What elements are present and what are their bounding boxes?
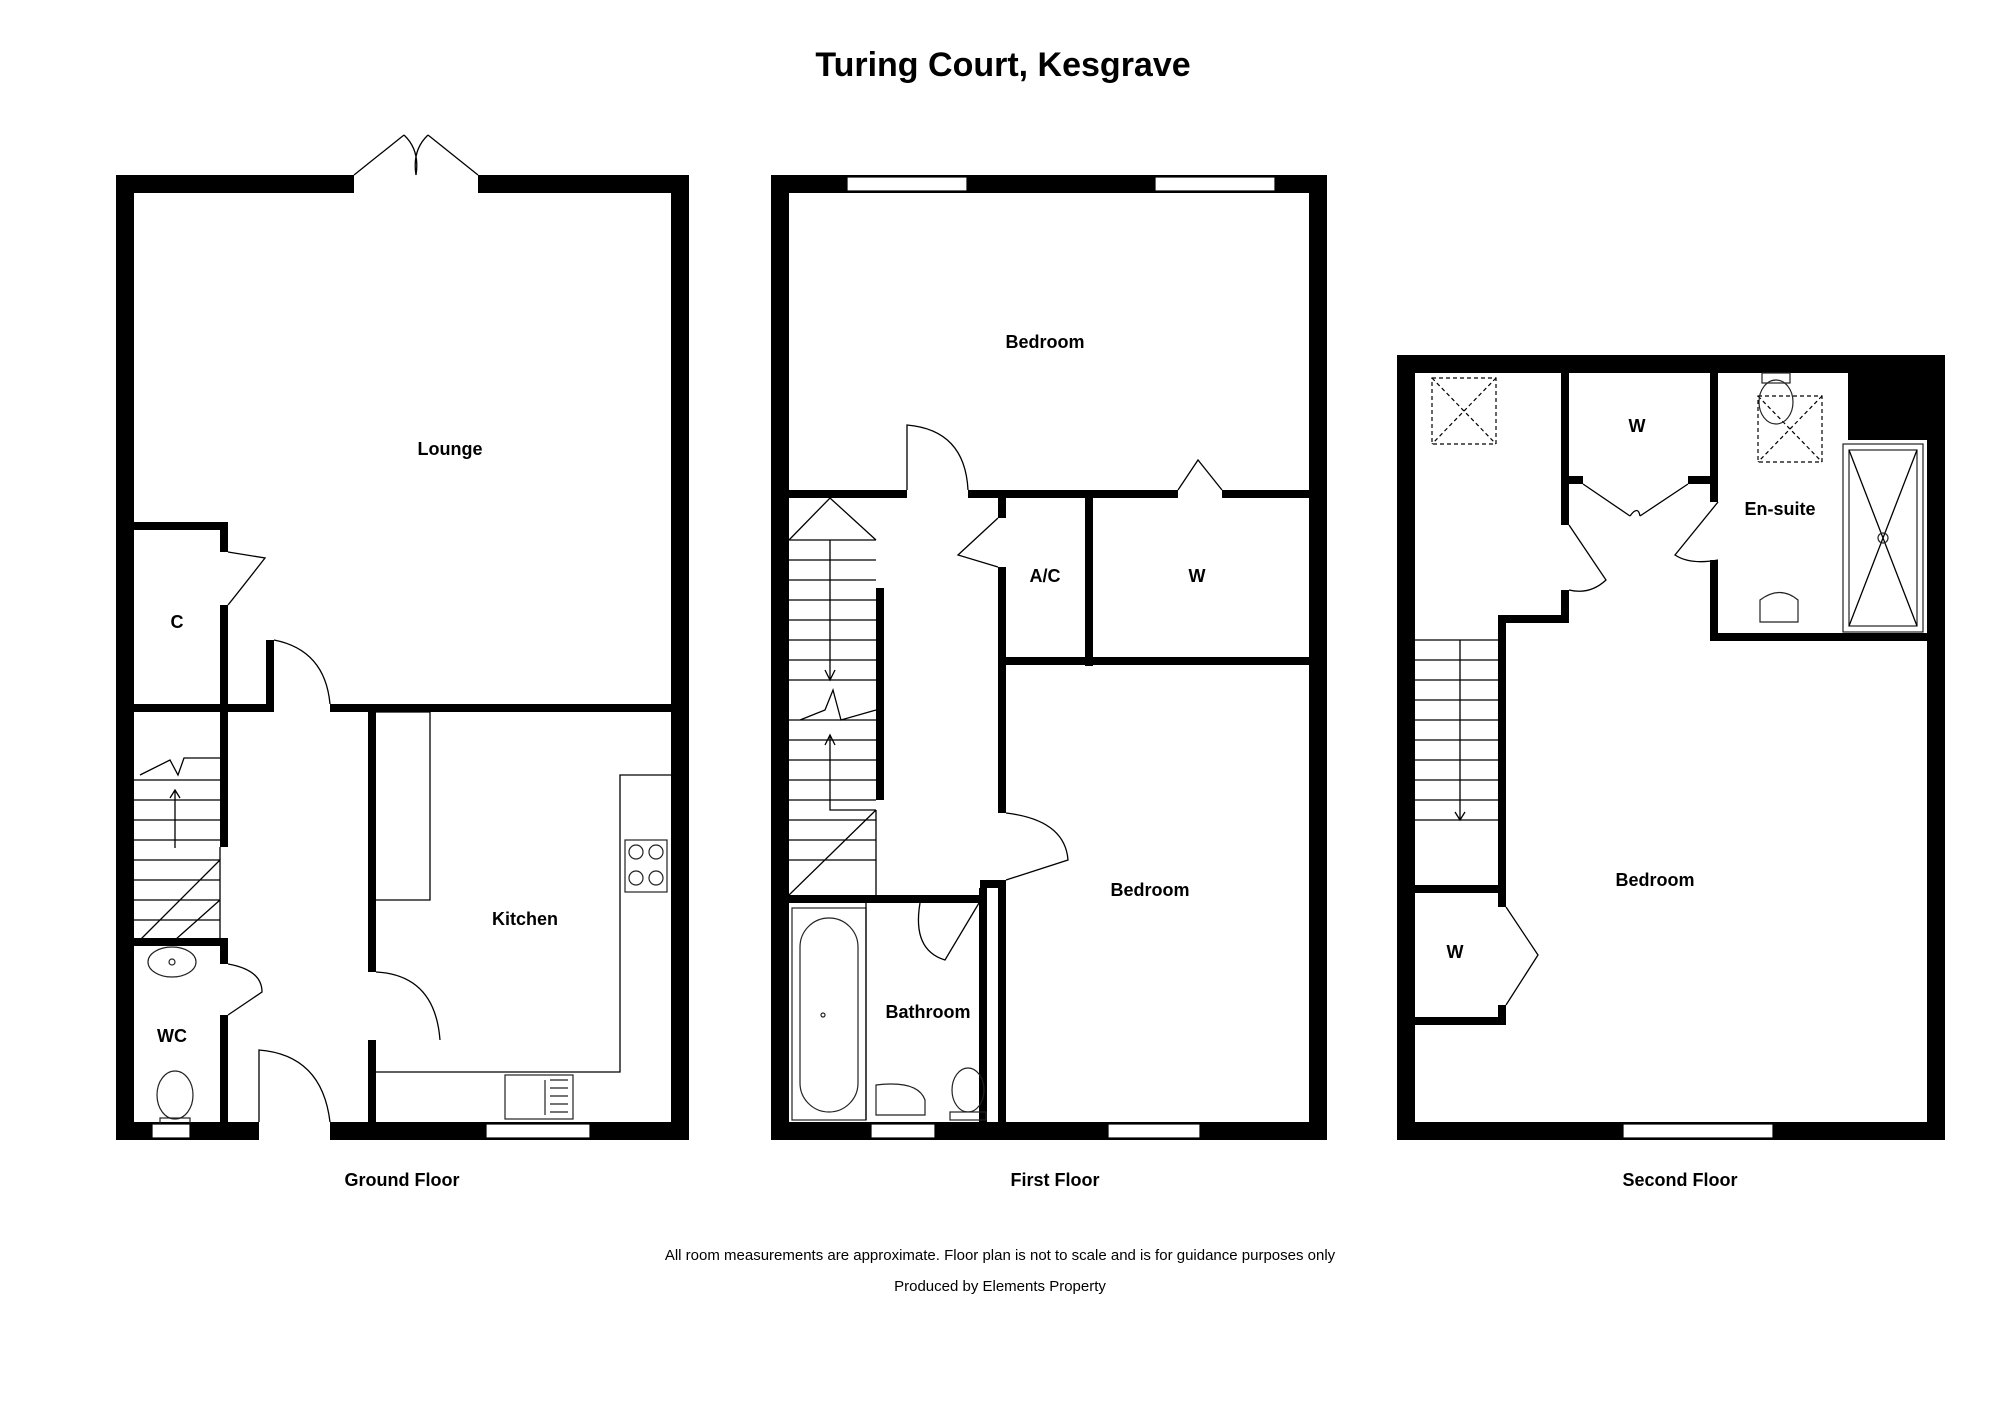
disclaimer-text: All room measurements are approximate. F… [665, 1247, 1336, 1264]
room-airing-cupboard: A/C [1030, 566, 1061, 586]
room-wardrobe-top: W [1629, 416, 1646, 436]
room-kitchen: Kitchen [492, 909, 558, 929]
ground-floor-plan: Lounge C Kitchen WC [116, 134, 689, 1140]
room-cupboard: C [171, 612, 184, 632]
room-wardrobe-lower: W [1447, 942, 1464, 962]
room-wc: WC [157, 1026, 187, 1046]
room-bedroom-rear: Bedroom [1110, 880, 1189, 900]
second-floor-label: Second Floor [1622, 1170, 1737, 1190]
room-bedroom-main: Bedroom [1615, 870, 1694, 890]
plan-title: Turing Court, Kesgrave [815, 46, 1190, 84]
first-floor-plan: Bedroom A/C W Bedroom Bathroom [771, 175, 1327, 1140]
room-lounge: Lounge [418, 439, 483, 459]
second-floor-plan: W En-suite Bedroom W [1397, 355, 1945, 1140]
first-floor-label: First Floor [1011, 1170, 1100, 1190]
ground-floor-label: Ground Floor [345, 1170, 460, 1190]
room-bedroom-front: Bedroom [1005, 332, 1084, 352]
room-bathroom: Bathroom [886, 1002, 971, 1022]
room-wardrobe: W [1189, 566, 1206, 586]
room-en-suite: En-suite [1744, 499, 1815, 519]
credit-text: Produced by Elements Property [894, 1278, 1106, 1295]
